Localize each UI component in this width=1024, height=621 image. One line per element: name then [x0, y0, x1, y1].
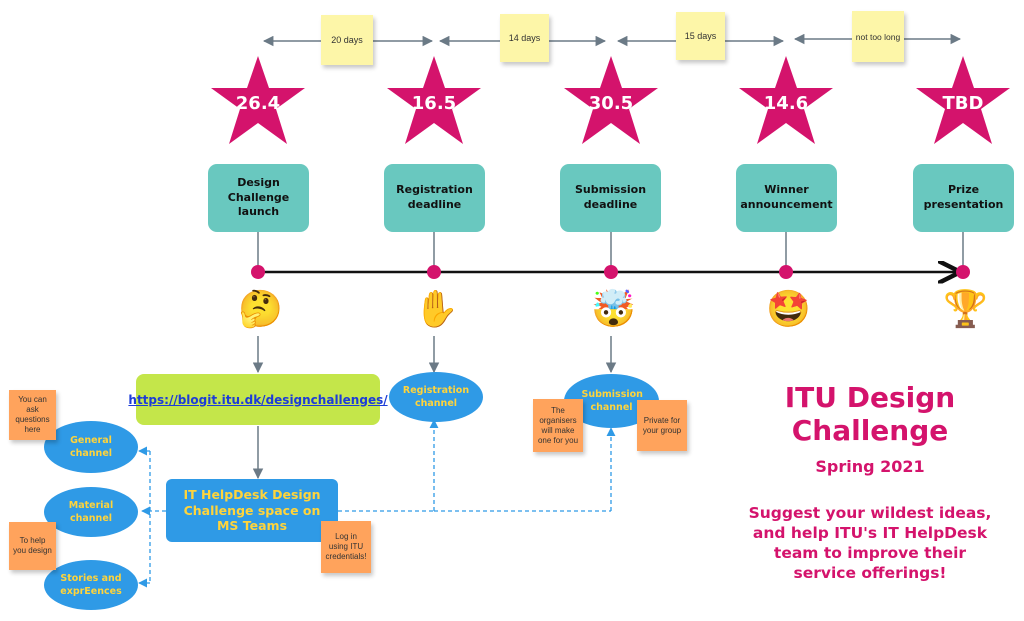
timeline-dot-2: [427, 265, 441, 279]
design-challenge-link[interactable]: https://blogit.itu.dk/designchallenges/: [128, 392, 388, 407]
milestone-box-1: Design Challenge launch: [208, 164, 309, 232]
note-help-design: To help you design: [9, 522, 56, 570]
milestone-date-3: 30.5: [588, 93, 634, 114]
milestone-box-5: Prize presentation: [913, 164, 1014, 232]
note-login: Log in using ITU credentials!: [321, 521, 371, 573]
timeline-dot-3: [604, 265, 618, 279]
material-channel[interactable]: Material channel: [44, 487, 138, 537]
milestone-date-5: TBD: [942, 93, 984, 114]
exploding-head-icon: 🤯: [591, 289, 636, 330]
note-organisers: The organisers will make one for you: [533, 399, 583, 452]
duration-note-1: 20 days: [321, 15, 373, 65]
milestone-box-4: Winner announcement: [736, 164, 837, 232]
duration-note-4: not too long: [852, 11, 904, 62]
general-channel[interactable]: General channel: [44, 421, 138, 473]
stories-channel[interactable]: Stories and exprEences: [44, 560, 138, 610]
milestone-date-2: 16.5: [411, 93, 457, 114]
milestone-date-1: 26.4: [235, 93, 281, 114]
challenge-tagline: Suggest your wildest ideas, and help ITU…: [748, 504, 992, 583]
duration-note-2: 14 days: [500, 14, 549, 62]
star-struck-icon: 🤩: [766, 289, 811, 330]
milestone-star-3: [564, 56, 658, 144]
timeline-dot-5: [956, 265, 970, 279]
challenge-subtitle: Spring 2021: [815, 457, 925, 476]
ms-teams-space[interactable]: IT HelpDesk Design Challenge space on MS…: [166, 479, 338, 542]
registration-channel[interactable]: Registration channel: [389, 372, 483, 422]
milestone-star-2: [387, 56, 481, 144]
raised-hand-icon: ✋: [414, 289, 459, 330]
milestone-box-2: Registration deadline: [384, 164, 485, 232]
duration-note-3: 15 days: [676, 12, 725, 60]
note-ask-questions: You can ask questions here: [9, 390, 56, 440]
milestone-star-5: [916, 56, 1010, 144]
milestone-star-4: [739, 56, 833, 144]
design-challenge-link-box: https://blogit.itu.dk/designchallenges/: [128, 374, 388, 425]
trophy-icon: 🏆: [943, 289, 988, 330]
timeline-dot-1: [251, 265, 265, 279]
note-private-group: Private for your group: [637, 400, 687, 451]
thinking-face-icon: 🤔: [238, 289, 283, 330]
milestone-box-3: Submission deadline: [560, 164, 661, 232]
milestone-date-4: 14.6: [763, 93, 809, 114]
challenge-title: ITU Design Challenge: [784, 381, 956, 447]
timeline-dot-4: [779, 265, 793, 279]
milestone-star-1: [211, 56, 305, 144]
